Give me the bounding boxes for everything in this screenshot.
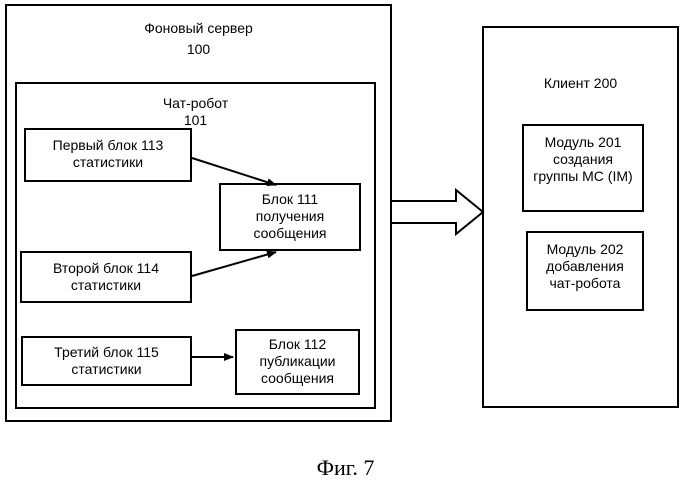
arrow-113-to-111: [192, 158, 276, 185]
figure-caption: Фиг. 7: [0, 455, 691, 481]
arrow-server-to-client: [392, 190, 483, 234]
arrow-114-to-111: [192, 252, 276, 276]
